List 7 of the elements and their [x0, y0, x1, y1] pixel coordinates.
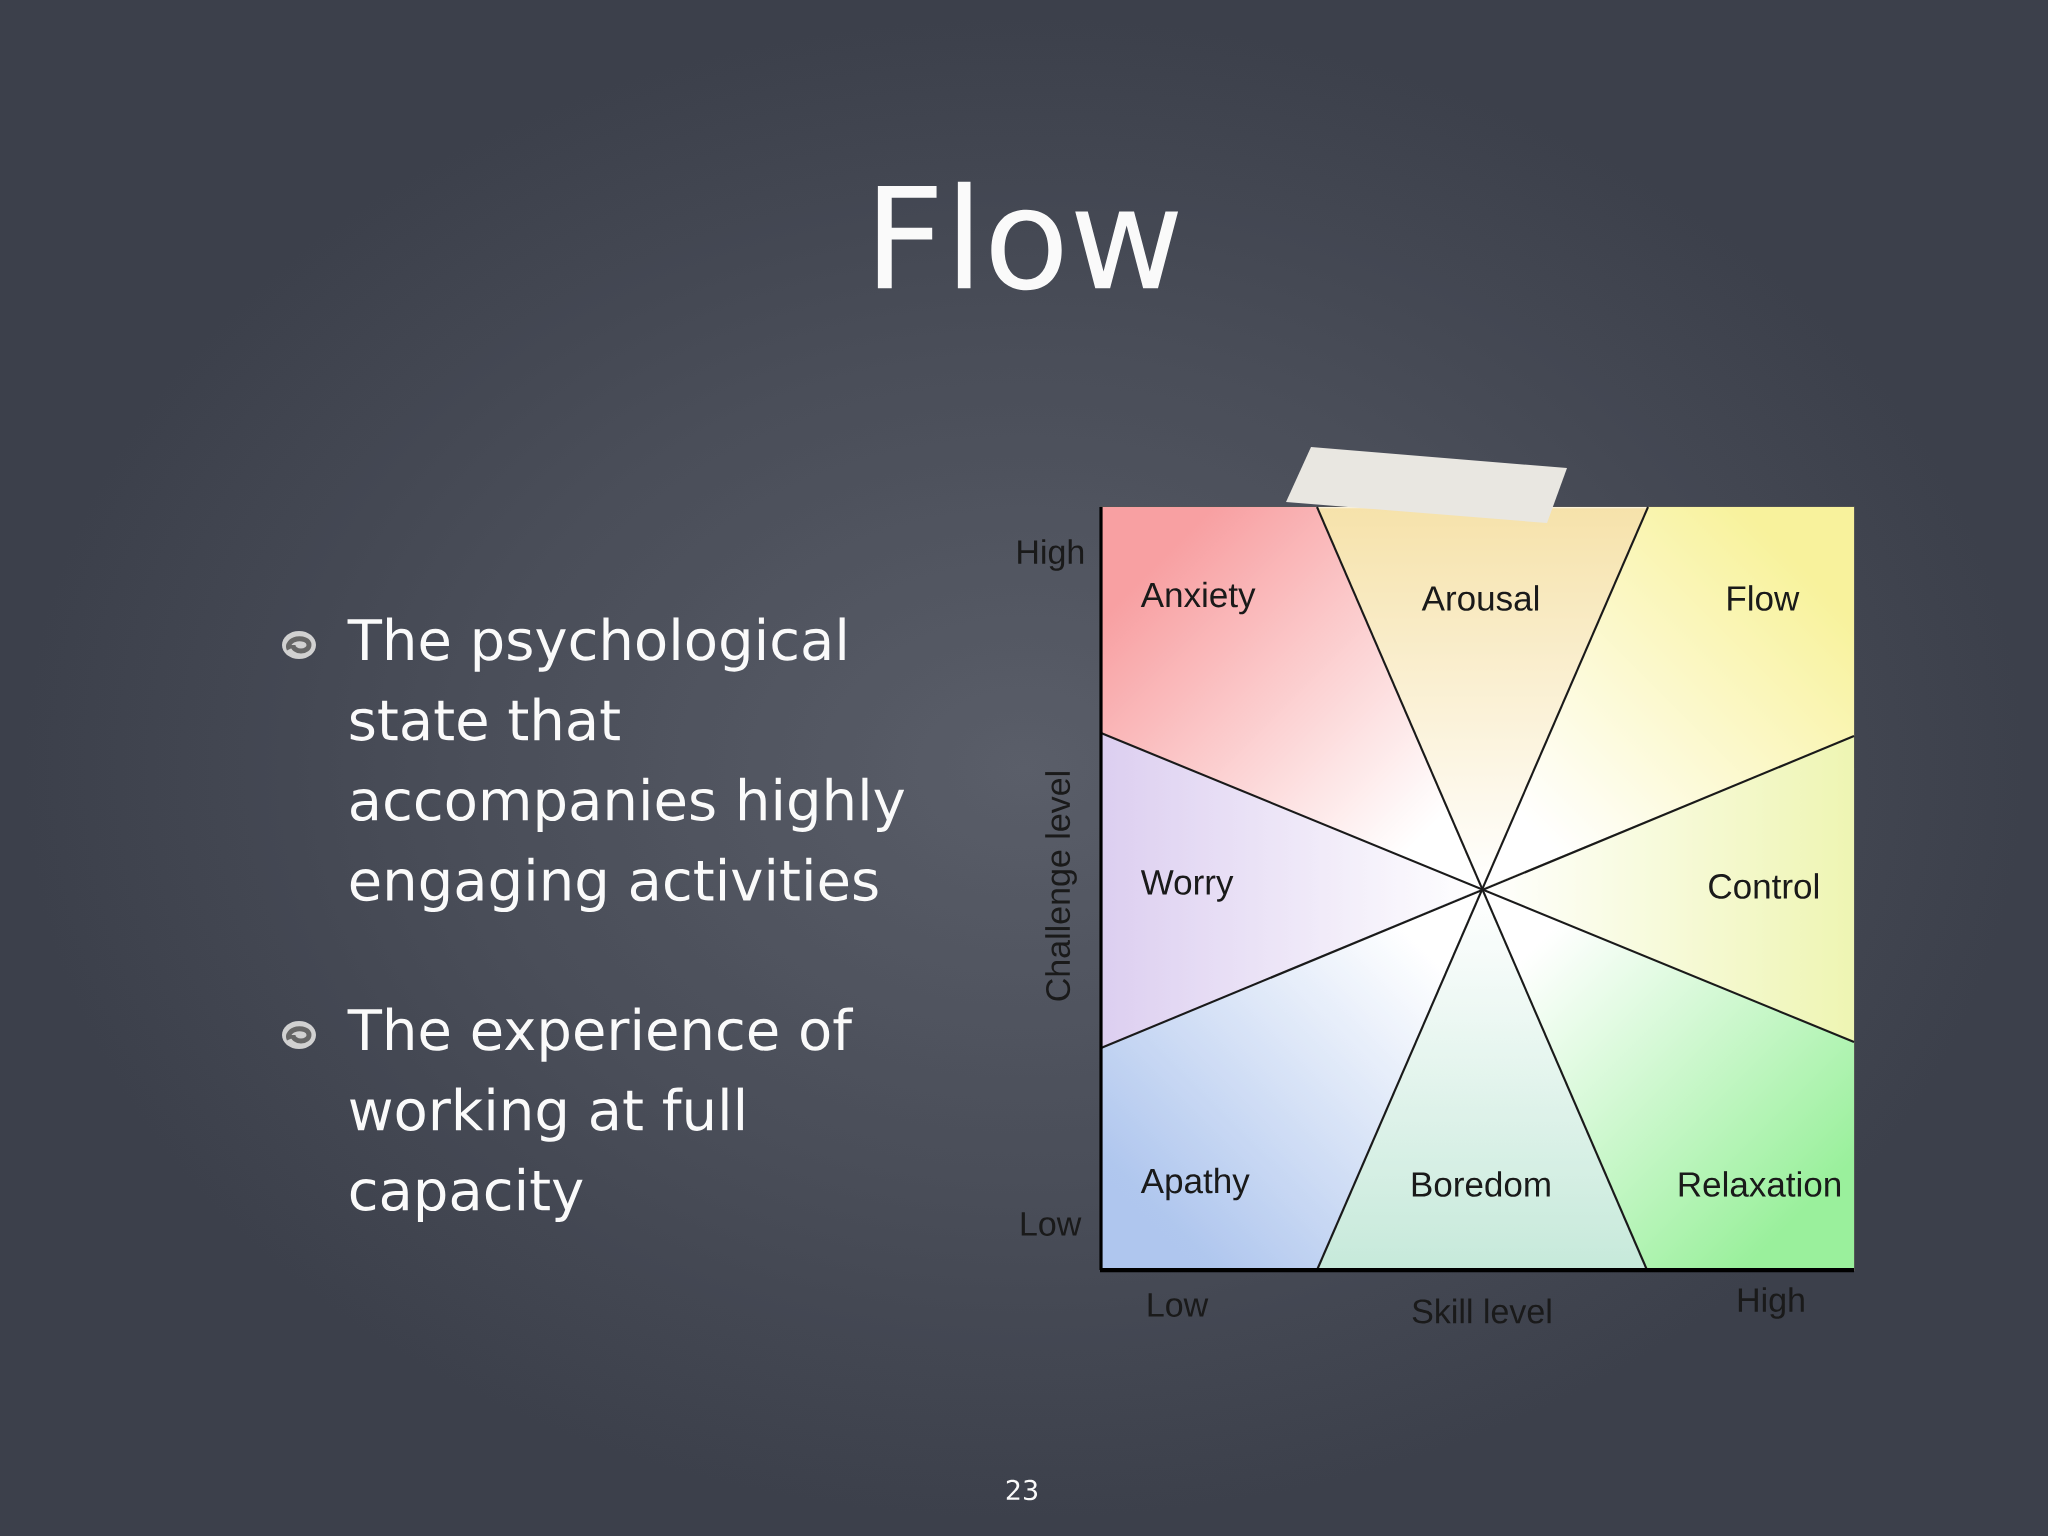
- axis-tick-label: High: [1018, 539, 1084, 571]
- axis-title: Challenge level: [1045, 772, 1077, 1001]
- axis-tick-label: Low: [1148, 1293, 1209, 1317]
- bullet-text: The psychological state that accompanies highly engaging activities: [347, 617, 905, 913]
- axis-tick-label: Low: [1021, 1212, 1082, 1236]
- bullet-text: The experience of working at full capacity: [347, 1007, 854, 1222]
- slide-title: Flow: [877, 181, 1179, 291]
